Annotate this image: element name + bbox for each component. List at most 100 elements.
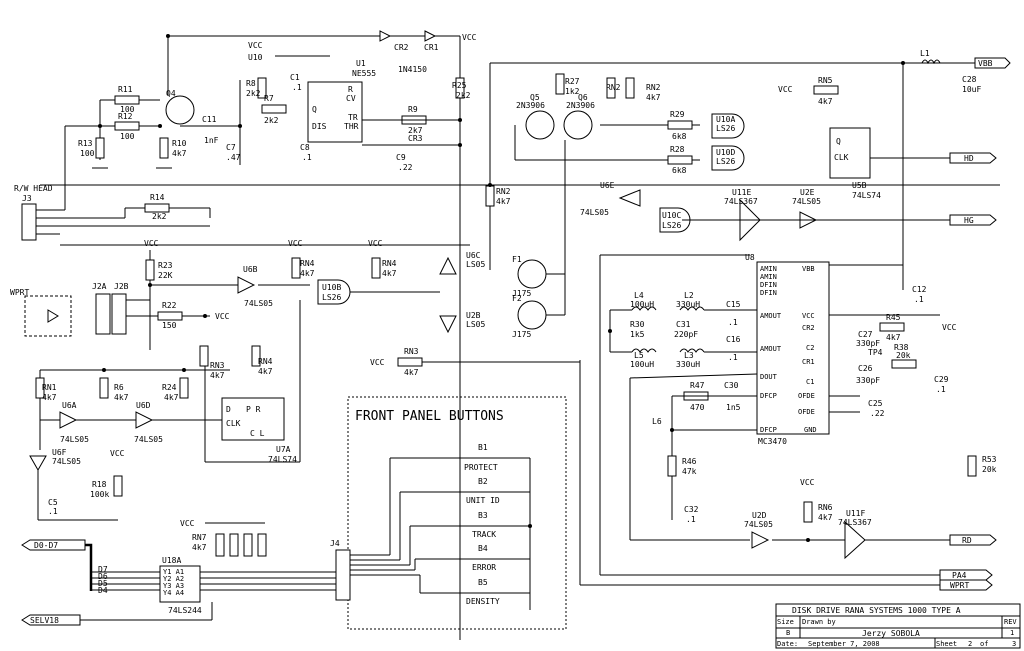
wprt-led (47, 309, 59, 323)
u6d-inverter (135, 411, 154, 429)
q5-label: Q5 (530, 93, 540, 102)
j2a-label: J2A (92, 282, 107, 291)
u8-pin-amout2: AMOUT (760, 345, 782, 353)
u1-pin-cv: CV (346, 94, 356, 103)
front-panel: FRONT PANEL BUTTONS B1 PROTECT B2 UNIT I… (347, 396, 567, 630)
u6e-inverter (618, 189, 641, 207)
r13-resistor (95, 137, 105, 159)
r6-resistor (99, 377, 109, 399)
c9-value: .22 (398, 163, 413, 172)
hd-port (949, 152, 997, 164)
rd-port (949, 534, 997, 546)
u18a-body (159, 565, 201, 603)
r27-resistor (555, 73, 565, 95)
b5-ref: B5 (478, 578, 488, 587)
r22-value: 150 (162, 321, 177, 330)
r28-resistor (667, 155, 693, 165)
size-value: B (786, 629, 790, 637)
u2e-label: U2E (800, 188, 815, 197)
r7-value: 2k2 (264, 116, 279, 125)
u11f-buffer (844, 520, 866, 560)
b1-ref: B1 (478, 443, 488, 452)
l6-label: L6 (652, 417, 662, 426)
r7-resistor (261, 104, 287, 114)
front-panel-box (347, 396, 567, 630)
c5-value: .1 (48, 507, 58, 516)
rn2a-label: RN2 (606, 83, 621, 92)
rn5-resistor (813, 85, 839, 95)
rd-port-label: RD (962, 536, 972, 545)
rn4c-value: 4k7 (258, 367, 273, 376)
title-text: DISK DRIVE RANA SYSTEMS 1000 TYPE A (792, 606, 961, 615)
u8-pin-cr1: CR1 (802, 358, 815, 366)
u10-label: U10 (248, 53, 263, 62)
r53-value: 20k (982, 465, 997, 474)
u5b-pin-q: Q (836, 137, 841, 146)
f1-part: J175 (512, 289, 531, 298)
u8-pin-gnd: GND (804, 426, 817, 434)
u10d-label: U10D (716, 148, 735, 157)
rn3-label: RN3 (404, 347, 419, 356)
vcc-rn4b: VCC (368, 239, 383, 248)
c16-label: C16 (726, 335, 741, 344)
d7-label: D7 (98, 565, 108, 574)
r38-label: R38 (894, 343, 909, 352)
u6d-label: U6D (136, 401, 151, 410)
c1-value: .1 (292, 83, 302, 92)
b3-ref: B3 (478, 511, 488, 520)
c8-label: C8 (300, 143, 310, 152)
u6f-label: U6F (52, 448, 67, 457)
l2-label: L2 (684, 291, 694, 300)
u2d-inverter (751, 531, 770, 549)
c15-label: C15 (726, 300, 741, 309)
c8-value: .1 (302, 153, 312, 162)
j2b-label: J2B (114, 282, 129, 291)
pa4-port-label: PA4 (952, 571, 967, 580)
u8-pin-amin2: AMIN (760, 273, 777, 281)
c7-label: C7 (226, 143, 236, 152)
f2-jfet (517, 300, 547, 330)
data-bus (85, 543, 93, 591)
u1-pin-dis: DIS (312, 122, 327, 131)
c31-label: C31 (676, 320, 691, 329)
rn3b-label: RN3 (210, 361, 225, 370)
u6e-label: U6E (600, 181, 615, 190)
c32-value: .1 (686, 515, 696, 524)
drawn-by-label: Drawn by (802, 618, 836, 626)
q6-part: 2N3906 (566, 101, 595, 110)
c27-value: 330pF (856, 339, 880, 348)
u11e-part: 74LS367 (724, 197, 758, 206)
cr3-label: CR3 (408, 134, 423, 143)
hg-chain: U6E 74LS05 U10C LS26 U11E 74LS367 U2E 74… (580, 181, 997, 242)
rn4b-value: 4k7 (382, 269, 397, 278)
r47-value: 470 (690, 403, 705, 412)
rn3b-resistor (199, 345, 209, 367)
c15-value: .1 (728, 318, 738, 327)
l5-inductor (631, 348, 657, 353)
l1-inductor (921, 59, 941, 65)
author-text: Jerzy SOBOLA (862, 629, 920, 638)
vcc-r23: VCC (144, 239, 159, 248)
b1-label: PROTECT (464, 463, 498, 472)
u18a-pin3: Y3 A3 (163, 582, 184, 590)
rn7c-resistor (243, 533, 253, 557)
u10a-gate (711, 113, 745, 139)
rn1-value: 4k7 (42, 393, 57, 402)
c29-label: C29 (934, 375, 949, 384)
vcc-rail-wires (40, 35, 1000, 640)
r24-resistor (179, 377, 189, 399)
rn4c-label: RN4 (258, 357, 273, 366)
u10b-gate (317, 279, 351, 305)
c27-label: C27 (858, 330, 873, 339)
front-panel-title: FRONT PANEL BUTTONS (355, 409, 504, 424)
title-block-frame (775, 603, 1021, 649)
r45-resistor (879, 322, 905, 332)
jfet-section: F1 J175 F2 J175 RN2 4k7 (485, 140, 566, 339)
date-label: Date: (777, 640, 798, 648)
u6c-label: U6C (466, 251, 481, 260)
r24-value: 4k7 (164, 393, 179, 402)
r22-resistor (157, 311, 183, 321)
r29-resistor (667, 120, 693, 130)
c26-value: 330pF (856, 376, 880, 385)
